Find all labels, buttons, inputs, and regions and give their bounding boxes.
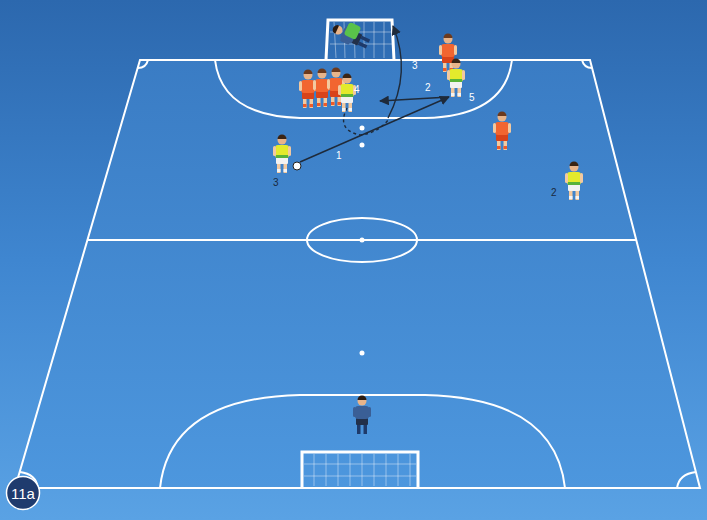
badge-disc <box>7 477 40 510</box>
callout-number: 3 <box>273 177 279 189</box>
figure-number: 11a <box>11 485 35 502</box>
callout-number: 4 <box>354 84 360 96</box>
figure-badge: 11a <box>5 475 41 511</box>
callout-number: 5 <box>469 92 475 104</box>
callout-number: 3 <box>412 60 418 72</box>
callout-number: 2 <box>551 187 557 199</box>
callout-number: 2 <box>425 82 431 94</box>
callout-number: 1 <box>336 150 342 162</box>
